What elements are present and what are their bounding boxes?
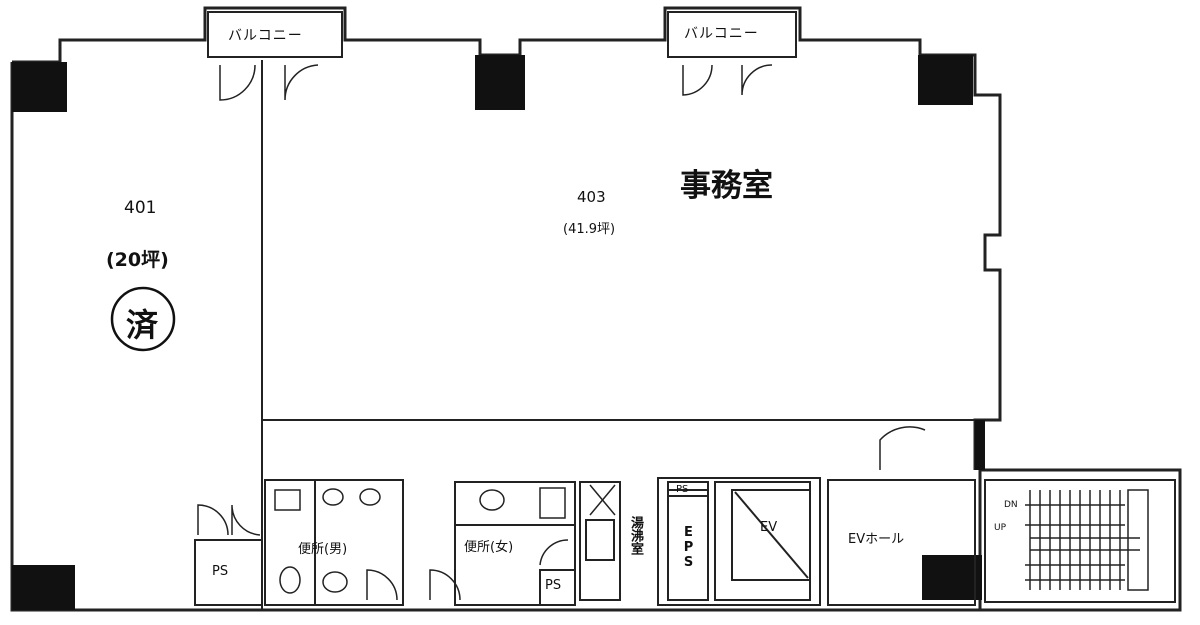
toilet-right-label: 便所(女)	[464, 540, 514, 555]
columns	[12, 55, 985, 610]
doors	[197, 64, 926, 601]
room-401-area: (20坪)	[106, 249, 169, 271]
balcony-right-label: バルコニー	[684, 26, 759, 42]
room-401-number: 401	[124, 198, 157, 218]
room-403-area: (41.9坪)	[563, 222, 616, 237]
room-403-number: 403	[577, 188, 606, 206]
stair-up-label: UP	[994, 523, 1007, 533]
balcony-left-box	[207, 11, 343, 58]
stair-dn-label: DN	[1004, 500, 1018, 510]
ev-label: EV	[760, 520, 778, 535]
toilet-left-label: 便所(男)	[298, 542, 348, 557]
eps-small-label: PS	[676, 484, 689, 495]
ps-right-label: PS	[545, 578, 562, 593]
room-401-stamp: 済	[126, 306, 159, 344]
room-403-name: 事務室	[680, 168, 773, 204]
balcony-left-label: バルコニー	[228, 28, 303, 44]
stair	[1025, 489, 1149, 591]
eps-label: EPS	[681, 525, 696, 570]
ps-left-label: PS	[212, 564, 229, 579]
stamp-circle	[110, 286, 176, 352]
partitions	[194, 60, 1176, 610]
balcony-right-box	[667, 11, 797, 58]
ev-hall-label: EVホール	[848, 532, 905, 547]
kitchen-label: 湯沸室	[628, 516, 643, 555]
fixtures	[274, 484, 616, 594]
